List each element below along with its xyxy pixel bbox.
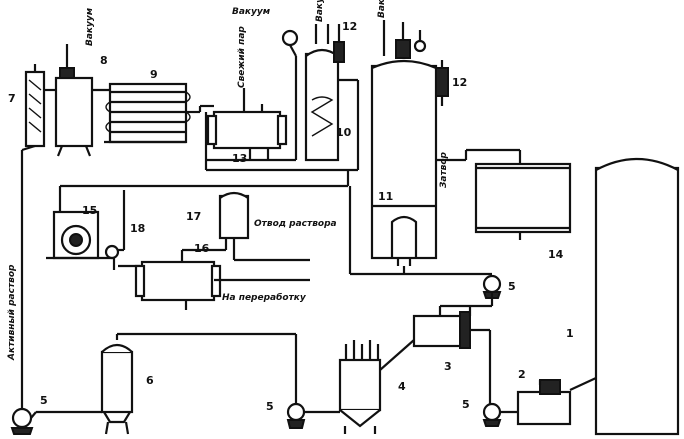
condenser-top [281,29,299,160]
label-spent-solution: Отвод раствора [254,219,337,229]
unit-9-coil [104,82,214,144]
label-5-right: 5 [462,398,470,411]
unit-10 [304,24,360,170]
label-12-right: 12 [452,76,467,89]
unit-15 [46,170,350,270]
label-active-solution: Активный раствор [7,264,17,361]
tank-1 [594,157,680,436]
unit-4 [338,339,415,434]
label-3: 3 [444,360,452,373]
unit-13 [204,88,358,172]
pump-5-middle [286,334,340,429]
label-1: 1 [566,327,574,340]
label-6: 6 [146,374,154,387]
label-11: 11 [378,190,393,203]
unit-14 [474,150,572,240]
label-14: 14 [548,248,564,261]
label-sealing: Затвор [439,151,449,188]
separator-12-left [333,24,345,63]
pump-5-left [10,150,37,435]
label-vacuum-11: Вакуум [377,0,387,18]
label-12-left: 12 [342,20,357,33]
label-8: 8 [100,54,108,67]
unit-6 [36,332,296,435]
label-vacuum-top: Вакуум [232,7,271,17]
label-5-middle: 5 [266,400,274,413]
unit-17 [218,191,310,262]
unit-3 [412,304,492,404]
unit-16 [134,238,310,310]
label-16: 16 [194,242,210,255]
label-9: 9 [150,68,158,81]
label-15: 15 [82,204,97,217]
unit-8 [44,44,110,157]
label-4: 4 [398,380,406,393]
label-vacuum-8: Вакуум [85,7,95,46]
label-vacuum-10: Вакуум [315,0,325,22]
unit-7 [21,64,46,152]
label-5-left: 5 [40,394,48,407]
unit-11 [370,20,520,266]
pump-5-right [482,402,518,427]
pump-5-mid-right [402,266,502,308]
label-2: 2 [518,368,526,381]
separator-12-right [435,60,449,106]
label-13: 13 [232,152,247,165]
label-17: 17 [186,210,201,223]
unit-2 [516,377,597,426]
label-18: 18 [130,222,145,235]
label-10: 10 [336,126,352,139]
label-to-processing: На переработку [222,292,307,303]
label-5-mid-right: 5 [508,280,516,293]
label-steam: Свежий пар [237,26,247,88]
label-7: 7 [8,92,16,105]
